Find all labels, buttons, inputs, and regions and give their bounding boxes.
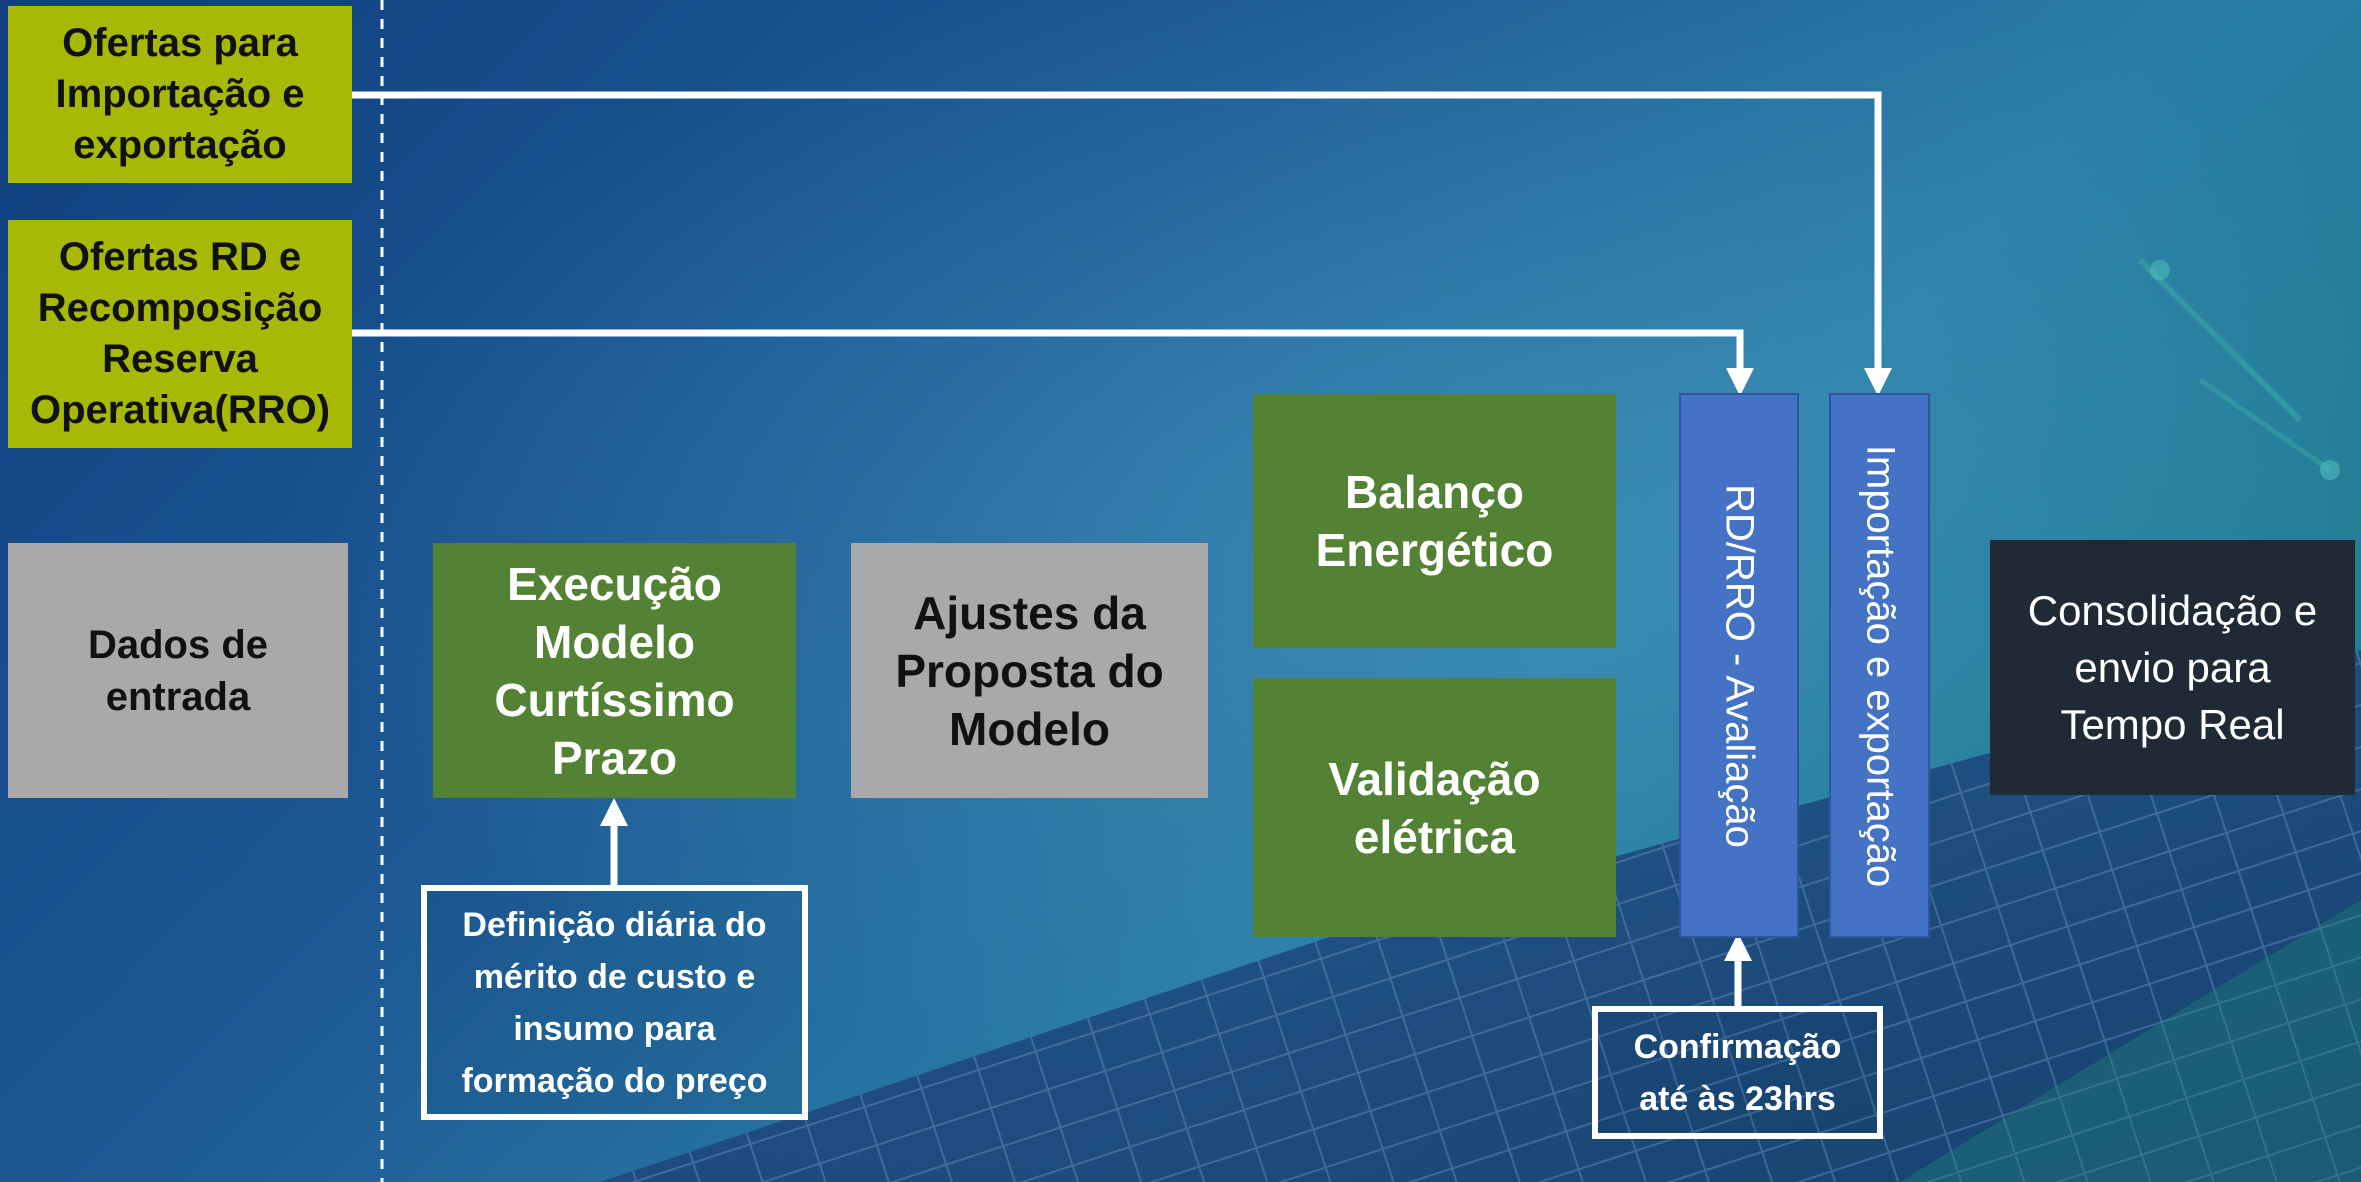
ofertas-importacao-box: Ofertas para Importação e exportação [8,6,352,183]
balanco-energetico-box: Balanço Energético [1253,394,1616,648]
confirmacao-box: Confirmação até às 23hrs [1592,1006,1883,1139]
arrow-rd-rro [352,329,1754,396]
arrow-importacao [352,91,1892,396]
execucao-modelo-box: Execução Modelo Curtíssimo Prazo [433,543,796,798]
consolidacao-box: Consolidação e envio para Tempo Real [1990,540,2355,795]
validacao-eletrica-box: Validação elétrica [1253,678,1616,937]
dados-entrada-box: Dados de entrada [8,543,348,798]
ajustes-proposta-box: Ajustes da Proposta do Modelo [851,543,1208,798]
definicao-diaria-box: Definição diária do mérito de custo e in… [421,885,808,1120]
importacao-exportacao-label: Importação e exportação [1858,444,1902,887]
rd-rro-avaliacao-label: RD/RRO - Avaliação [1717,483,1762,848]
rd-rro-avaliacao-box: RD/RRO - Avaliação [1679,393,1799,938]
importacao-exportacao-box: Importação e exportação [1829,393,1930,938]
ofertas-rd-rro-box: Ofertas RD e Recomposição Reserva Operat… [8,220,352,448]
